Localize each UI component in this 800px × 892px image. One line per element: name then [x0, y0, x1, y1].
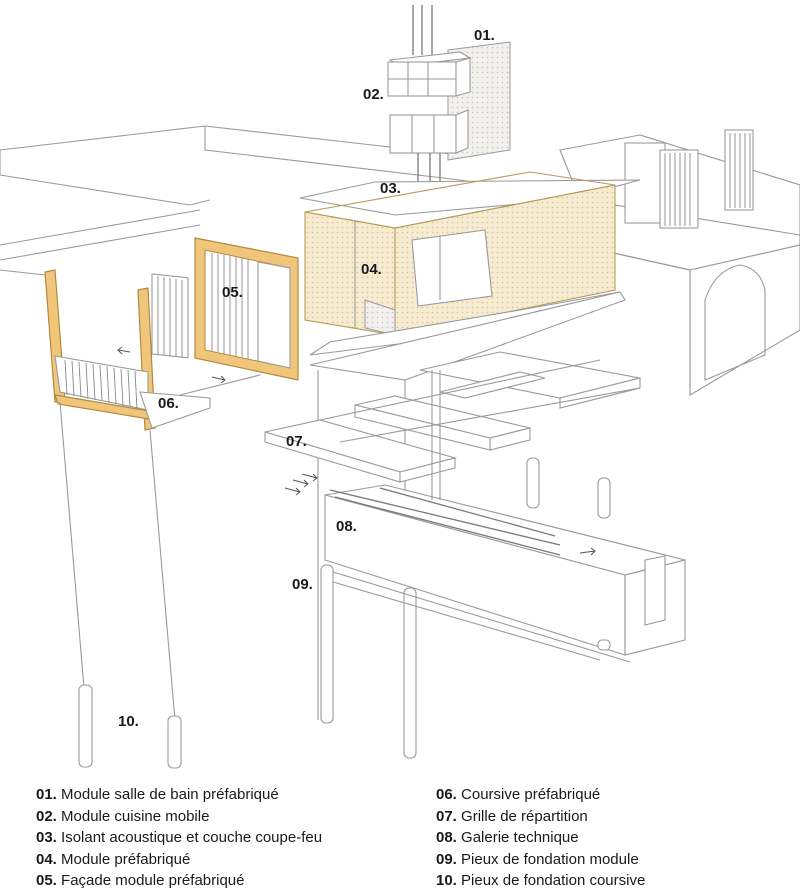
legend-item: 01. Module salle de bain préfabriqué [36, 786, 279, 803]
label-05: 05. [222, 284, 243, 301]
label-02: 02. [363, 86, 384, 103]
legend: 01. Module salle de bain préfabriqué 02.… [36, 784, 776, 889]
distribution-grid [264, 351, 641, 519]
prefab-walkway [44, 269, 226, 721]
label-06: 06. [158, 395, 179, 412]
label-08: 08. [336, 518, 357, 535]
label-03: 03. [380, 180, 401, 197]
building-slab-outline [0, 125, 461, 396]
legend-item: 03. Isolant acoustique et couche coupe-f… [36, 829, 323, 846]
legend-item: 08. Galerie technique [436, 829, 579, 846]
legend-item: 09. Pieux de fondation module [436, 850, 639, 868]
label-01: 01. [474, 27, 495, 44]
walkway-foundation-piles [78, 684, 182, 769]
legend-item: 10. Pieux de fondation coursive [436, 872, 646, 889]
exploded-axonometric-diagram: 01. 02. 03. 04. 05. 06. 07. 08. 09. 10. [0, 5, 800, 769]
module-foundation-piles [320, 564, 631, 759]
legend-column-left: 01. Module salle de bain préfabriqué 02.… [36, 784, 436, 892]
diagram-labels: 01. 02. 03. 04. 05. 06. 07. 08. 09. 10. [118, 27, 495, 730]
label-10: 10. [118, 713, 139, 730]
right-window-grilles [624, 129, 754, 229]
facade-module [151, 237, 299, 381]
legend-column-right: 06. Coursive préfabriqué 07. Grille de r… [436, 784, 776, 892]
kitchen-module [387, 51, 472, 185]
legend-item: 07. Grille de répartition [436, 807, 588, 825]
legend-item: 02. Module cuisine mobile [36, 807, 210, 825]
legend-item: 04. Module préfabriqué [36, 850, 191, 868]
legend-item: 06. Coursive préfabriqué [436, 786, 601, 803]
label-09: 09. [292, 576, 313, 593]
label-04: 04. [361, 261, 382, 278]
legend-item: 05. Façade module préfabriqué [36, 872, 245, 889]
prefab-module [304, 171, 616, 336]
label-07: 07. [286, 433, 307, 450]
technical-gallery [284, 370, 686, 656]
